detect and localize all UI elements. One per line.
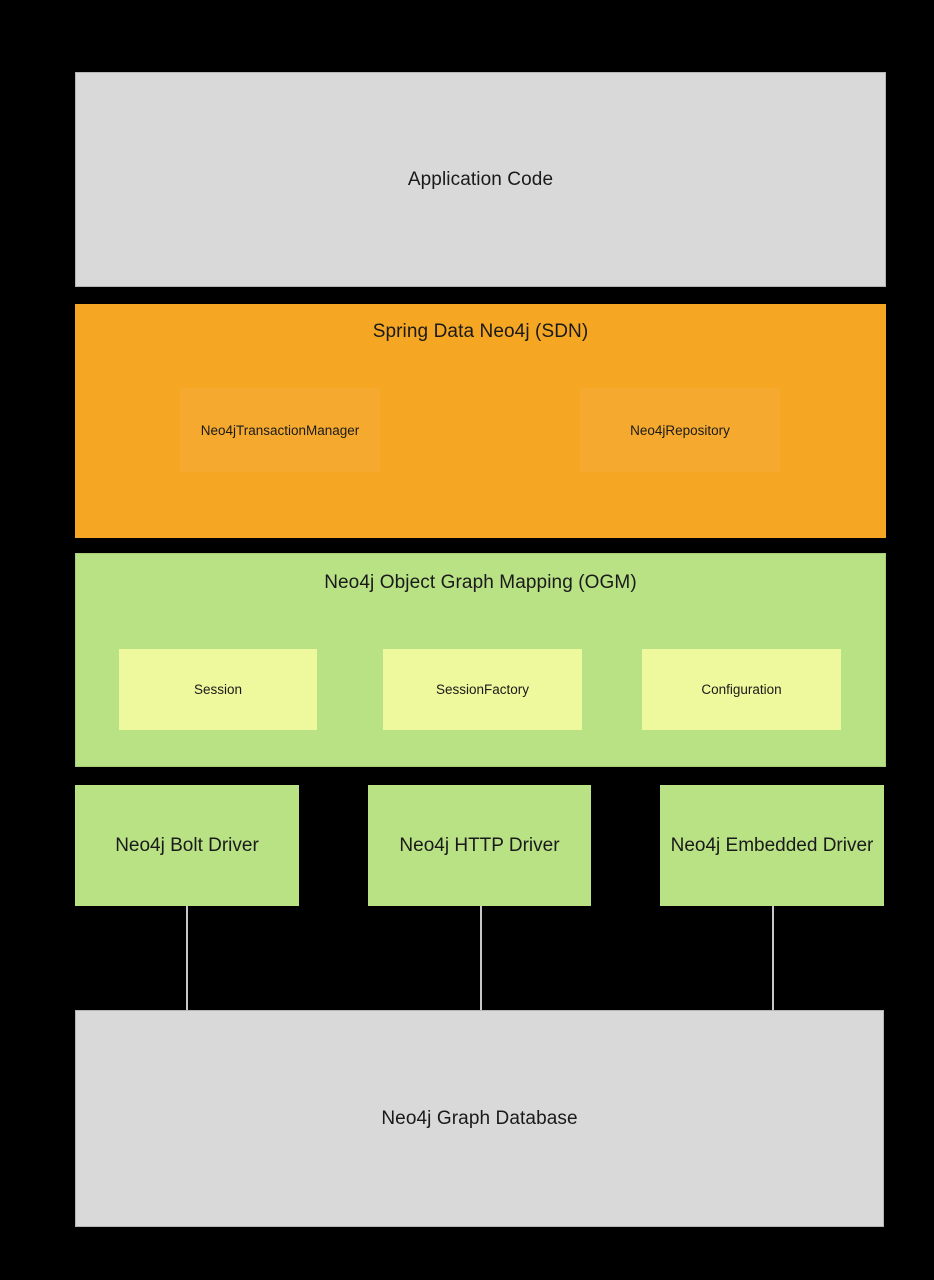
component-neo4j-transaction-manager: Neo4jTransactionManager (180, 388, 380, 472)
component-session: Session (119, 649, 317, 730)
component-session-factory: SessionFactory (383, 649, 582, 730)
driver-neo4j-embedded: Neo4j Embedded Driver (660, 785, 884, 906)
driver-label: Neo4j Embedded Driver (670, 834, 874, 856)
application-code-label: Application Code (407, 168, 554, 190)
component-label: Configuration (701, 682, 782, 697)
graph-database-label: Neo4j Graph Database (381, 1107, 578, 1129)
driver-label: Neo4j HTTP Driver (399, 834, 560, 856)
layer-neo4j-graph-database: Neo4j Graph Database (75, 1010, 884, 1227)
driver-neo4j-http: Neo4j HTTP Driver (368, 785, 591, 906)
driver-neo4j-bolt: Neo4j Bolt Driver (75, 785, 299, 906)
component-neo4j-repository: Neo4jRepository (580, 388, 780, 472)
connector-line-embedded-to-database (772, 906, 774, 1011)
connector-line-bolt-to-database (186, 906, 188, 1011)
layer-application-code: Application Code (75, 72, 886, 287)
layer-neo4j-ogm: Neo4j Object Graph Mapping (OGM) Session… (75, 553, 886, 767)
component-configuration: Configuration (642, 649, 841, 730)
component-label: SessionFactory (435, 682, 530, 697)
component-label: Session (193, 682, 243, 697)
component-label: Neo4jRepository (630, 422, 730, 438)
ogm-title: Neo4j Object Graph Mapping (OGM) (324, 572, 637, 593)
component-label: Neo4jTransactionManager (200, 422, 360, 438)
connector-line-http-to-database (480, 906, 482, 1011)
layer-spring-data-neo4j: Spring Data Neo4j (SDN) Neo4jTransaction… (75, 304, 886, 538)
sdn-title: Spring Data Neo4j (SDN) (372, 321, 589, 342)
driver-label: Neo4j Bolt Driver (115, 834, 259, 856)
